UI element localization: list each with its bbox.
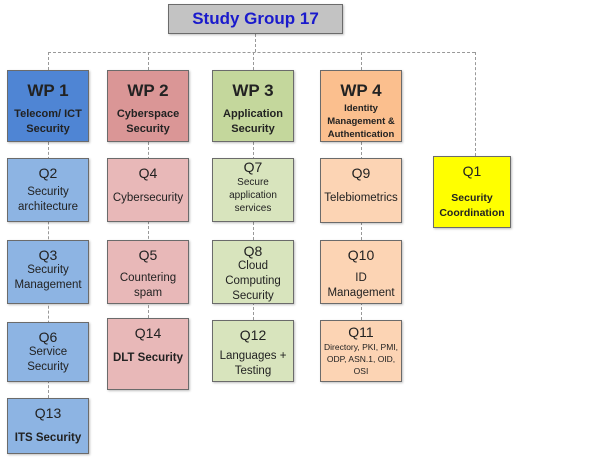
wp-desc: Cyberspace Security [116, 108, 180, 135]
question-code: Q4 [138, 165, 158, 181]
question-desc: Telebiometrics [324, 192, 398, 204]
question-desc: Cloud Computing Security [225, 260, 281, 302]
question-desc: Countering spam [119, 272, 177, 299]
question-q9: Q9 Telebiometrics [320, 158, 402, 223]
question-code: Q10 [347, 247, 375, 263]
connector [48, 52, 475, 53]
connector [255, 34, 256, 52]
question-desc: ID Management [327, 272, 395, 299]
question-code: Q8 [243, 243, 263, 259]
question-code: Q9 [351, 165, 371, 181]
question-q7: Q7 Secure application services [212, 158, 294, 222]
question-desc: Languages + Testing [219, 350, 287, 377]
question-desc: Secure application services [229, 177, 277, 214]
question-desc: Directory, PKI, PMI, ODP, ASN.1, OID, OS… [324, 342, 398, 376]
connector [253, 52, 254, 70]
question-desc: ITS Security [14, 432, 82, 444]
wp-desc: Identity Management & Authentication [327, 103, 395, 140]
wp-code: WP 1 [27, 81, 69, 100]
wp-code: WP 2 [127, 81, 169, 100]
question-code: Q5 [138, 247, 158, 263]
question-desc: Security Management [14, 264, 82, 291]
question-q8: Q8 Cloud Computing Security [212, 240, 294, 304]
wp-desc: Application Security [223, 108, 283, 135]
wp1-box: WP 1 Telecom/ ICT Security [7, 70, 89, 142]
wp-desc: Telecom/ ICT Security [14, 108, 82, 135]
question-q1: Q1 Security Coordination [433, 156, 511, 228]
question-desc: Security architecture [17, 186, 79, 213]
wp2-box: WP 2 Cyberspace Security [107, 70, 189, 142]
study-group-title: Study Group 17 [168, 4, 343, 34]
connector [48, 52, 49, 70]
question-q13: Q13 ITS Security [7, 398, 89, 454]
question-code: Q6 [38, 329, 58, 345]
wp3-box: WP 3 Application Security [212, 70, 294, 142]
connector [253, 142, 254, 320]
question-desc: Cybersecurity [112, 192, 184, 204]
question-desc: DLT Security [112, 352, 184, 364]
question-code: Q3 [38, 247, 58, 263]
question-q5: Q5 Countering spam [107, 240, 189, 304]
wp-code: WP 3 [232, 81, 274, 100]
question-code: Q7 [243, 159, 263, 175]
question-code: Q14 [134, 325, 162, 341]
connector [475, 52, 476, 156]
question-code: Q2 [38, 165, 58, 181]
question-code: Q12 [239, 327, 267, 343]
question-q10: Q10 ID Management [320, 240, 402, 304]
question-code: Q11 [348, 324, 374, 340]
question-q12: Q12 Languages + Testing [212, 320, 294, 382]
wp-code: WP 4 [340, 81, 382, 100]
question-q14: Q14 DLT Security [107, 318, 189, 390]
question-code: Q1 [462, 163, 482, 179]
question-code: Q13 [34, 405, 62, 421]
question-q11: Q11 Directory, PKI, PMI, ODP, ASN.1, OID… [320, 320, 402, 382]
question-q2: Q2 Security architecture [7, 158, 89, 222]
connector [148, 142, 149, 318]
connector [361, 52, 362, 70]
question-q3: Q3 Security Management [7, 240, 89, 304]
question-q4: Q4 Cybersecurity [107, 158, 189, 222]
question-q6: Q6 Service Security [7, 322, 89, 382]
question-desc: Security Coordination [439, 192, 505, 219]
connector [361, 142, 362, 320]
wp4-box: WP 4 Identity Management & Authenticatio… [320, 70, 402, 142]
connector [148, 52, 149, 70]
question-desc: Service Security [27, 346, 69, 373]
